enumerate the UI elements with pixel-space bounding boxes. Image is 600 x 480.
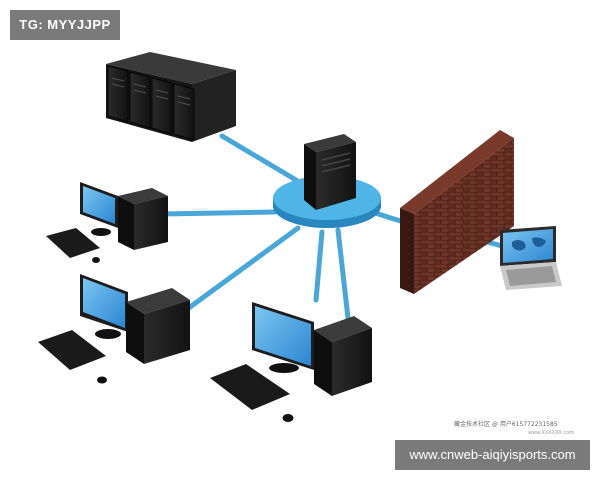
desktop-computer-icon bbox=[210, 302, 372, 422]
links bbox=[159, 133, 505, 321]
top-watermark-tag: TG: MYYJJPP bbox=[10, 10, 120, 40]
link-bottom-pc bbox=[313, 229, 325, 303]
link-server-rack bbox=[219, 133, 299, 183]
desktop-computer-icon bbox=[46, 182, 168, 263]
link-mid-left-pc bbox=[183, 225, 301, 313]
link-bottom-right-pc bbox=[335, 227, 351, 321]
link-top-left-pc bbox=[159, 209, 278, 217]
hub-server-icon bbox=[273, 134, 381, 228]
caption-text: 藏金技术社区 @ 用户615772231585 bbox=[454, 420, 558, 428]
laptop-icon bbox=[500, 226, 562, 290]
bottom-watermark-tag: www.cnweb-aiqiyisports.com bbox=[395, 440, 590, 470]
desktop-computer-icon bbox=[38, 274, 190, 384]
server-rack-icon bbox=[106, 52, 236, 142]
firewall-wall-icon bbox=[400, 130, 514, 294]
caption-sub-text: www.XXXXXX.com bbox=[528, 430, 574, 436]
